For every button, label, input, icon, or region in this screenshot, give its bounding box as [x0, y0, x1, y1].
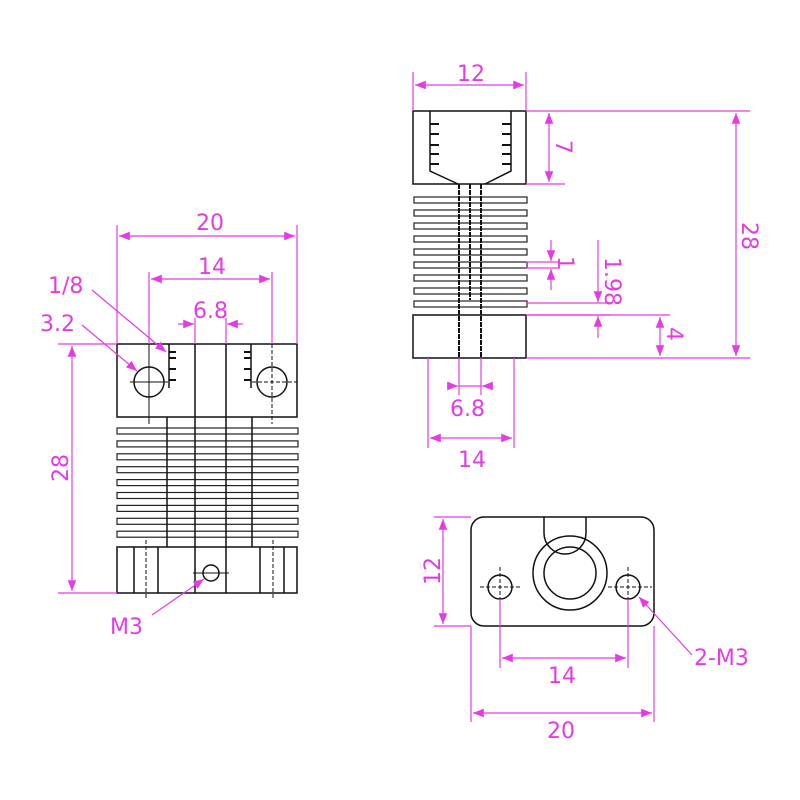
dim-spacing-14: 14: [198, 255, 226, 280]
left-view: 20 14 6.8 1/8 3.2 28 M3: [40, 211, 299, 640]
dim-14: 14: [548, 664, 576, 689]
label-thread: 1/8: [48, 274, 83, 299]
dim-1-98: 1.98: [599, 257, 624, 306]
dim-1: 1: [552, 256, 577, 270]
inner-bore: [543, 546, 597, 600]
dim-height-28: 28: [49, 454, 74, 482]
fins: [116, 427, 299, 538]
fin: [116, 427, 299, 435]
label-2-m3: 2-M3: [694, 646, 749, 671]
dim-12: 12: [421, 557, 446, 585]
fin: [116, 479, 299, 487]
outer-ring: [532, 535, 608, 611]
bottom-block: [116, 546, 298, 594]
fin: [116, 440, 299, 448]
hole-right: [256, 366, 288, 398]
dim-bore: 6.8: [193, 299, 228, 324]
dim-6-8: 6.8: [450, 397, 485, 422]
fin: [116, 466, 299, 474]
fin: [413, 300, 528, 308]
dim-width-12: 12: [457, 62, 485, 87]
dim-28: 28: [736, 222, 761, 250]
dim-width-20: 20: [196, 211, 224, 236]
bottom-view: 12 14 20 2-M3: [421, 516, 749, 744]
dim-4: 4: [661, 327, 686, 341]
base-block: [412, 314, 527, 359]
fin: [116, 491, 299, 500]
dim-14: 14: [458, 448, 486, 473]
label-m3: M3: [110, 615, 143, 640]
label-hole-dia: 3.2: [40, 312, 75, 337]
dim-7: 7: [550, 140, 575, 154]
fin: [116, 453, 299, 461]
fin: [116, 530, 299, 538]
top-block: [116, 343, 298, 418]
fin: [116, 517, 299, 525]
dim-20: 20: [547, 719, 575, 744]
fin: [116, 504, 299, 512]
side-view: 12 7 28 1 1.98 4 6.8 14: [412, 62, 761, 473]
base-plate: [470, 516, 655, 627]
